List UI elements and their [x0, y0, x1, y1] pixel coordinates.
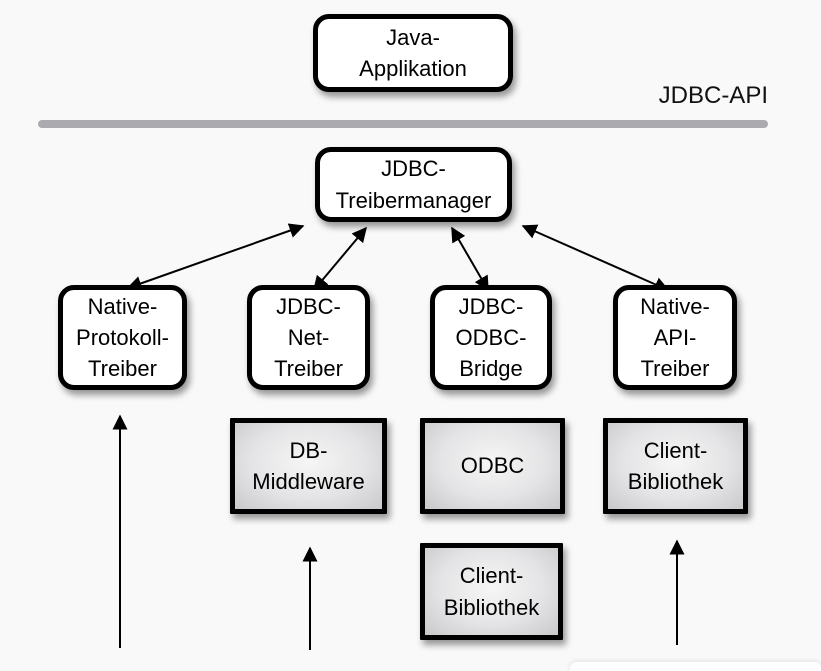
double-arrow-treibermanager-jdbc-odbc-icon [451, 226, 489, 292]
node-jdbc-treibermanager: JDBC- Treibermanager [315, 147, 512, 222]
node-odbc: ODBC [420, 418, 565, 514]
node-client-bibliothek-right: Client- Bibliothek [603, 418, 748, 514]
node-native-protokoll-treiber: Native- Protokoll- Treiber [58, 285, 187, 390]
jdbc-api-separator-line [38, 120, 768, 128]
double-arrow-treibermanager-native-api-icon [521, 224, 670, 292]
node-java-application: Java- Applikation [313, 14, 513, 92]
node-db-middleware: DB- Middleware [230, 418, 387, 514]
double-arrow-treibermanager-native-protokoll-icon [126, 223, 305, 291]
node-client-bibliothek-bottom: Client- Bibliothek [420, 543, 563, 640]
node-jdbc-net-treiber: JDBC- Net- Treiber [247, 285, 370, 390]
double-arrow-treibermanager-jdbc-net-icon [313, 226, 367, 292]
node-jdbc-odbc-bridge: JDBC- ODBC- Bridge [430, 285, 552, 390]
node-native-api-treiber: Native- API- Treiber [613, 285, 737, 390]
partial-box-bottom-right [570, 662, 821, 671]
jdbc-api-label: JDBC-API [658, 82, 768, 109]
